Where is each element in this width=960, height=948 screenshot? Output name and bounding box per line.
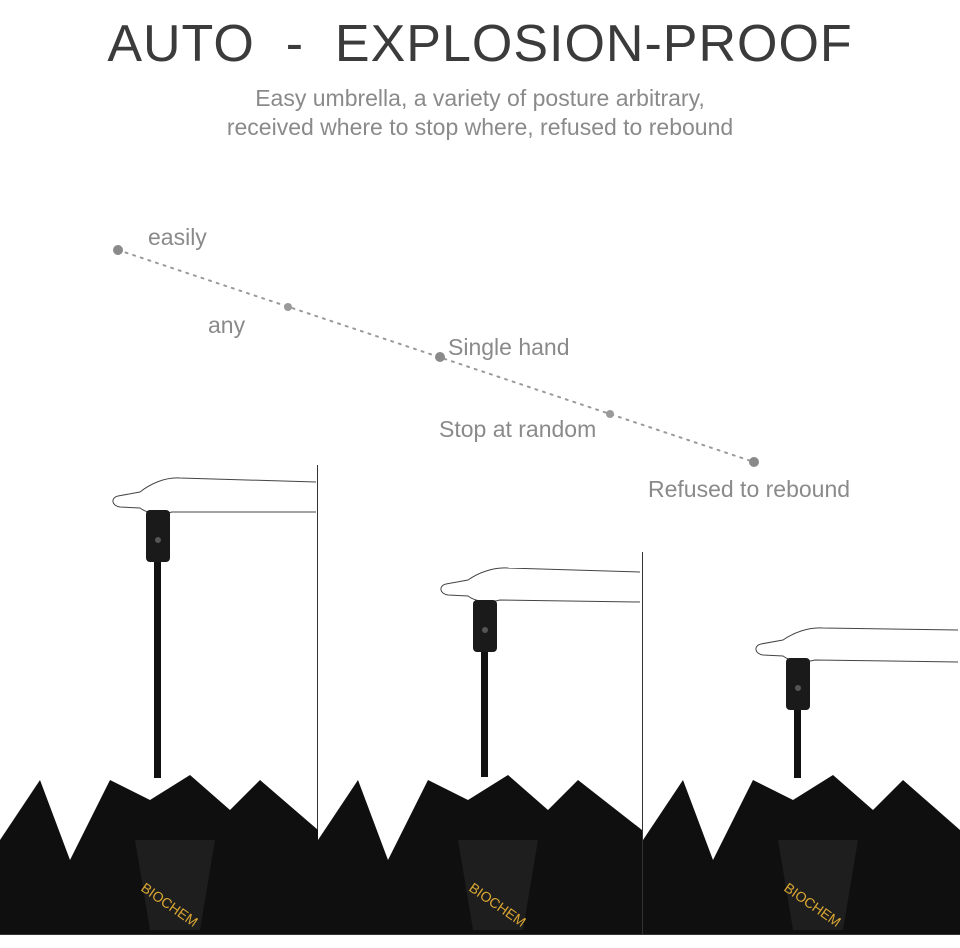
feature-any: any bbox=[208, 312, 246, 338]
hand-sketch bbox=[112, 477, 317, 515]
umbrella-shaft bbox=[154, 562, 161, 778]
umbrella-handle bbox=[786, 658, 810, 710]
subtitle-line-2: received where to stop where, refused to… bbox=[226, 114, 734, 140]
feature-single-hand: Single hand bbox=[448, 334, 570, 360]
umbrella-handle bbox=[473, 600, 497, 652]
feature-easily: easily bbox=[148, 224, 207, 250]
subtitle: Easy umbrella, a variety of posture arbi… bbox=[0, 84, 960, 142]
umbrella-panel-2: BIOCHEM bbox=[318, 567, 642, 934]
feature-dot-stop bbox=[606, 410, 614, 418]
feature-dotted-line bbox=[113, 245, 759, 467]
umbrella-handle bbox=[146, 510, 170, 562]
umbrella-panel-1: BIOCHEM bbox=[0, 477, 318, 934]
umbrella-panel-3: BIOCHEM bbox=[643, 627, 960, 934]
feature-dot-single-hand bbox=[435, 352, 445, 362]
umbrella-shaft bbox=[481, 652, 488, 777]
hand-sketch bbox=[755, 627, 959, 663]
page-title: AUTO - EXPLOSION-PROOF bbox=[107, 15, 853, 73]
umbrella-shaft bbox=[794, 710, 801, 778]
feature-dot-refused bbox=[749, 457, 759, 467]
subtitle-line-1: Easy umbrella, a variety of posture arbi… bbox=[255, 85, 705, 111]
feature-refused-to-rebound: Refused to rebound bbox=[648, 476, 851, 502]
feature-stop-at-random: Stop at random bbox=[439, 416, 597, 442]
feature-dot-easily bbox=[113, 245, 123, 255]
hand-sketch bbox=[440, 567, 641, 603]
feature-dot-any bbox=[284, 303, 292, 311]
